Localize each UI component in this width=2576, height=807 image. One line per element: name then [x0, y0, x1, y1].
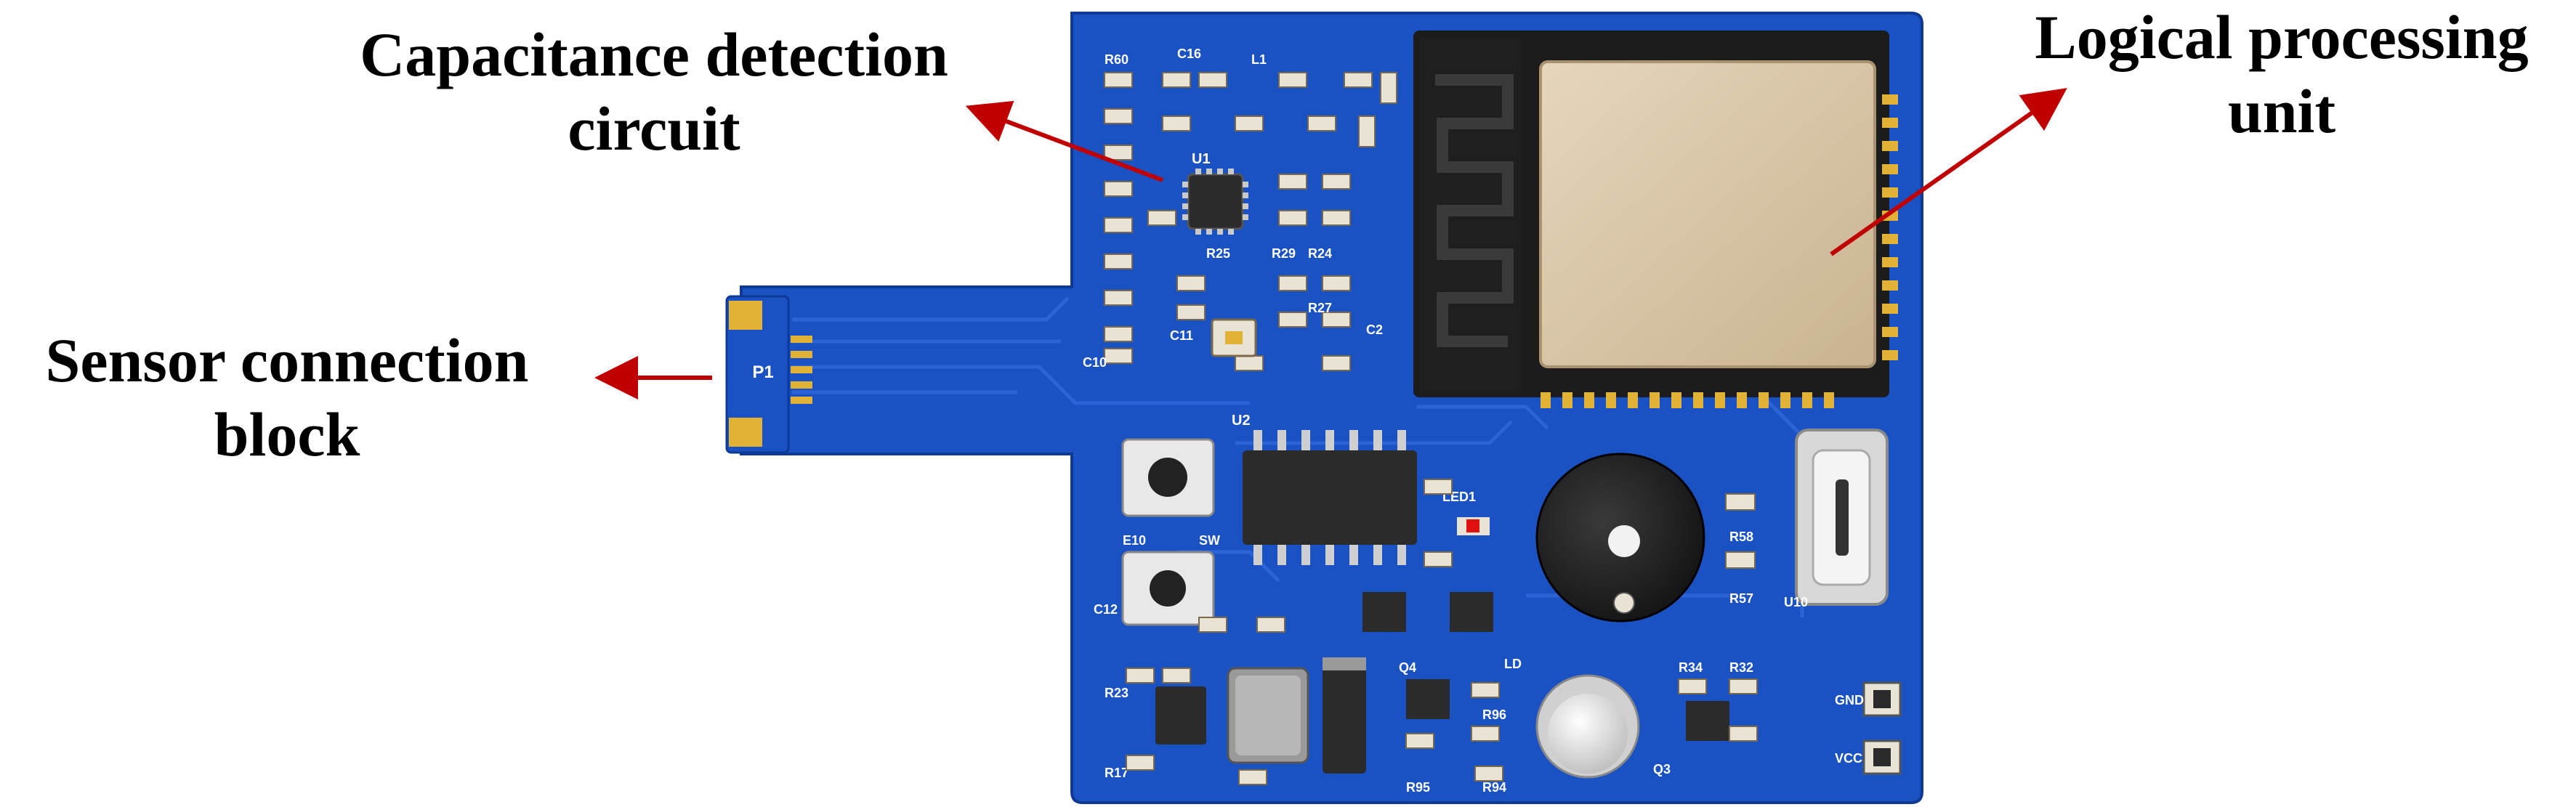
- silk-r24: R24: [1308, 246, 1332, 261]
- silk-u2: U2: [1232, 413, 1251, 429]
- wifi-module: [1413, 31, 1898, 408]
- buzzer: [1535, 453, 1705, 623]
- silk-r27: R27: [1308, 301, 1332, 315]
- silk-c16: C16: [1177, 46, 1201, 61]
- silk-ld: LD: [1504, 657, 1522, 671]
- logical-label: Logical processing unit: [1991, 0, 2572, 148]
- silk-e10: E10: [1123, 533, 1146, 548]
- silk-u1: U1: [1192, 151, 1211, 167]
- silk-r96: R96: [1482, 707, 1506, 722]
- silk-q3: Q3: [1653, 762, 1671, 776]
- inductor: [1227, 667, 1309, 764]
- silk-r94: R94: [1482, 780, 1506, 795]
- transistors: Q4 Q3: [1362, 592, 1729, 776]
- diode: [1323, 657, 1366, 774]
- silk-vcc: VCC: [1835, 751, 1862, 766]
- silk-r29: R29: [1272, 246, 1296, 261]
- usb-type-c-connector: U10 R58 R57: [1725, 429, 1889, 609]
- silk-c11: C11: [1170, 328, 1193, 343]
- silk-r23: R23: [1105, 686, 1128, 700]
- silk-r32: R32: [1729, 660, 1753, 675]
- silk-r25: R25: [1206, 246, 1230, 261]
- silk-r34: R34: [1679, 660, 1703, 675]
- capacitance-label-line1: Capacitance detection: [360, 20, 948, 89]
- smd-components-top-left: R60 C16 L1 R25 R29 R24 C11 C10 R27 C2: [1083, 46, 1397, 371]
- capacitance-chip-u1: U1: [1182, 151, 1248, 235]
- ic-8pin: R23 R17: [1105, 686, 1206, 780]
- tact-switch-1: E10 SW: [1121, 438, 1220, 548]
- white-led: LD: [1504, 657, 1640, 779]
- silk-r60: R60: [1105, 52, 1128, 67]
- logical-arrow: [1830, 88, 2067, 256]
- capacitance-label-line2: circuit: [568, 94, 740, 163]
- sop-chip-u2: U2: [1232, 413, 1417, 565]
- silk-r95: R95: [1406, 780, 1430, 795]
- sensor-label-line1: Sensor connection: [45, 325, 529, 395]
- silk-l1: L1: [1251, 52, 1267, 67]
- silk-r17: R17: [1105, 766, 1128, 780]
- silk-c2: C2: [1366, 323, 1383, 337]
- annotation-arrows: [594, 88, 2067, 400]
- capacitance-arrow: [965, 100, 1164, 182]
- sensor-connector-p1: P1: [729, 301, 812, 447]
- silk-c10: C10: [1083, 355, 1107, 370]
- silk-gnd: GND: [1835, 693, 1864, 707]
- silk-sw: SW: [1199, 533, 1220, 548]
- tact-switch-2: C12: [1094, 551, 1215, 626]
- sensor-label: Sensor connection block: [0, 323, 574, 471]
- smd-components-bottom: [1126, 479, 1758, 785]
- silk-c12: C12: [1094, 602, 1118, 617]
- logical-label-line1: Logical processing: [2035, 2, 2529, 72]
- silk-u10: U10: [1784, 595, 1808, 609]
- logical-label-line2: unit: [2227, 76, 2336, 146]
- silk-p1: P1: [752, 362, 773, 382]
- sensor-label-line2: block: [214, 400, 360, 469]
- capacitance-label: Capacitance detection circuit: [287, 17, 1021, 166]
- silk-r58: R58: [1729, 530, 1753, 544]
- header-pins: GND VCC: [1835, 681, 1902, 775]
- silk-q4: Q4: [1399, 660, 1416, 675]
- silk-r57: R57: [1729, 591, 1753, 606]
